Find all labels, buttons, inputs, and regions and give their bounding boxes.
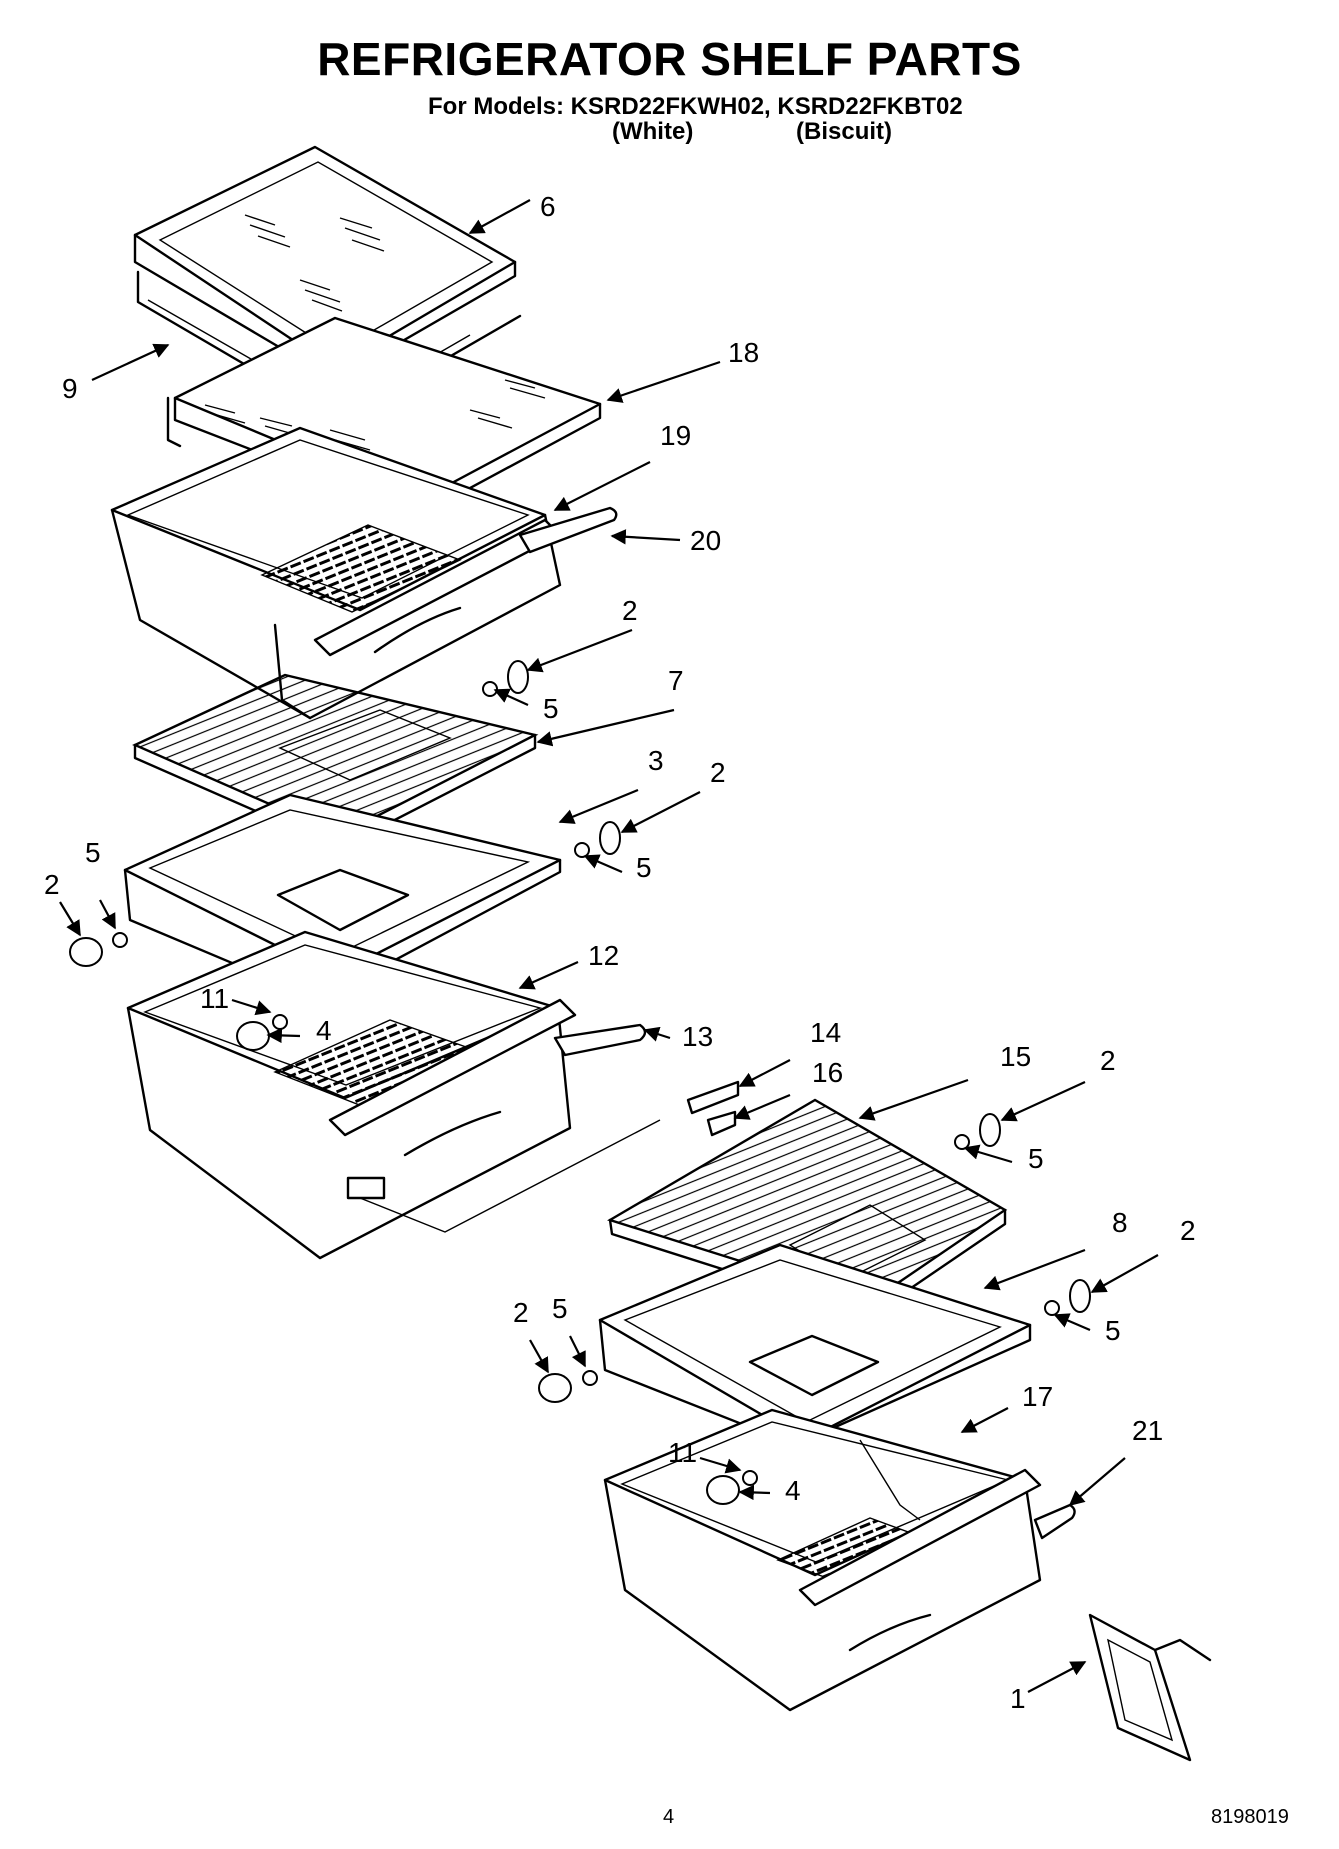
callout-2: 2	[710, 757, 726, 788]
crisper-drawer-part-17	[603, 1408, 1042, 1712]
callout-13: 13	[682, 1021, 713, 1052]
callout-11: 11	[668, 1437, 697, 1468]
shelf-frame-part-8	[598, 1243, 1032, 1447]
crisper-drawer-upper	[110, 426, 562, 720]
callout-15: 15	[1000, 1041, 1031, 1072]
callout-1: 1	[1010, 1683, 1026, 1714]
callout-2: 2	[513, 1297, 529, 1328]
callout-5: 5	[85, 837, 101, 868]
callout-4: 4	[316, 1015, 332, 1046]
callout-12: 12	[588, 940, 619, 971]
callout-21: 21	[1132, 1415, 1163, 1446]
callout-16: 16	[812, 1057, 843, 1088]
page-number: 4	[663, 1806, 675, 1828]
variant-white: (White)	[612, 118, 694, 145]
clip-part-16	[706, 1110, 737, 1137]
callout-17: 17	[1022, 1381, 1053, 1412]
callout-18: 18	[728, 337, 759, 368]
variant-biscuit: (Biscuit)	[796, 118, 892, 145]
page-title: REFRIGERATOR SHELF PARTS	[317, 33, 1022, 85]
callout-labels: 6 9 18 19 20 2 5 7 3 2 2 5 5 12 11 4 13 …	[44, 191, 1196, 1714]
crisper-drawer-part-12	[126, 930, 661, 1260]
callout-2: 2	[44, 869, 60, 900]
callout-6: 6	[540, 191, 556, 222]
callout-9: 9	[62, 373, 78, 404]
callout-5: 5	[552, 1293, 568, 1324]
models-line: For Models: KSRD22FKWH02, KSRD22FKBT02	[428, 93, 963, 120]
drawer-handle-part-21	[1033, 1503, 1076, 1540]
document-number: 8198019	[1211, 1806, 1289, 1828]
callout-2: 2	[1180, 1215, 1196, 1246]
callout-5: 5	[1105, 1315, 1121, 1346]
callout-14: 14	[810, 1017, 841, 1048]
roller-hardware	[69, 660, 1091, 1505]
callout-11: 11	[200, 983, 229, 1014]
callout-3: 3	[648, 745, 664, 776]
drawer-handle-part-13	[553, 1023, 647, 1057]
callout-2: 2	[622, 595, 638, 626]
callout-19: 19	[660, 420, 691, 451]
leader-lines	[59, 199, 1159, 1693]
divider-part-14	[686, 1080, 740, 1115]
callout-4: 4	[785, 1475, 801, 1506]
callout-5: 5	[1028, 1143, 1044, 1174]
callout-5: 5	[636, 852, 652, 883]
callout-20: 20	[690, 525, 721, 556]
drawer-handle-part-20	[518, 506, 618, 554]
callout-8: 8	[1112, 1207, 1128, 1238]
callout-5: 5	[543, 693, 559, 724]
cover-part-1	[1088, 1613, 1212, 1762]
callout-7: 7	[668, 665, 684, 696]
callout-2: 2	[1100, 1045, 1116, 1076]
